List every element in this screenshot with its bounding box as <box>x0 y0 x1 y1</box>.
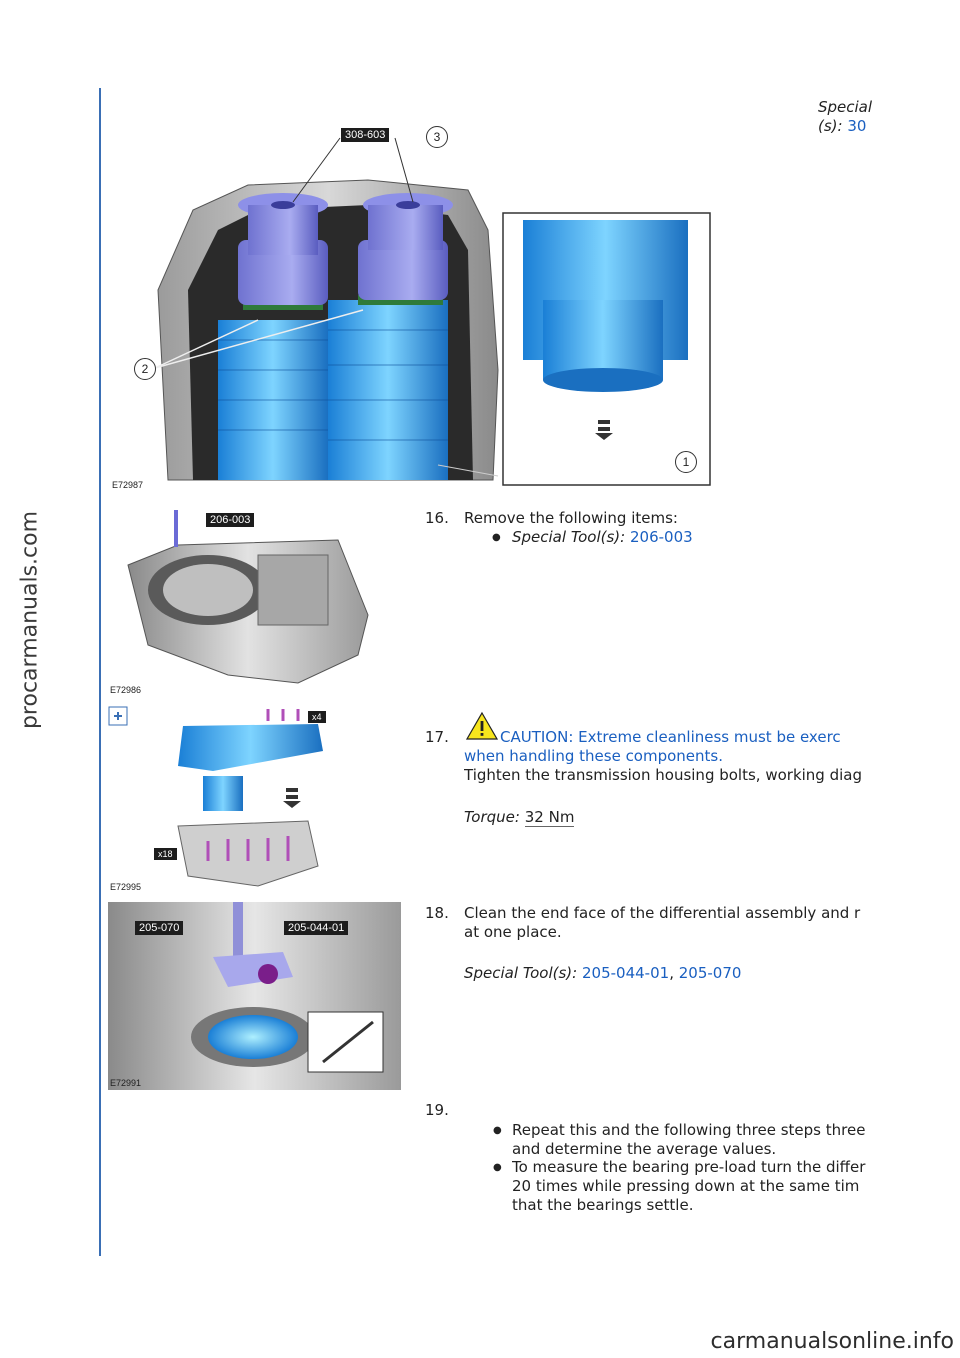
step-16-number: 16. <box>425 509 449 527</box>
step-18-line-1: Clean the end face of the differential a… <box>464 904 861 922</box>
callout-3: 3 <box>426 126 448 148</box>
tool-tag-205-044-01: 205-044-01 <box>284 921 349 935</box>
bullet-dot: ● <box>493 1162 502 1173</box>
step-19-bullet-2-line-3: that the bearings settle. <box>512 1196 694 1214</box>
tag-x4: x4 <box>308 711 326 723</box>
step-19-number: 19. <box>425 1101 449 1119</box>
page-margin-rule <box>99 88 101 1256</box>
caution-text-line-1: CAUTION: Extreme cleanliness must be exe… <box>500 728 841 746</box>
figure-id: E72991 <box>110 1078 142 1088</box>
tool-tag-206-003: 206-003 <box>206 513 255 527</box>
side-watermark: procarmanuals.com <box>17 510 43 730</box>
caution-text-line-2: when handling these components. <box>464 747 724 765</box>
tool-link-205-044-01[interactable]: 205-044-01 <box>582 964 670 982</box>
step-16-text: Remove the following items: <box>464 509 678 527</box>
figure-id: E72986 <box>110 685 142 695</box>
step-19-bullet-2-line-2: 20 times while pressing down at the same… <box>512 1177 860 1195</box>
step-16-bullet: Special Tool(s): 206-003 <box>492 528 874 547</box>
bullet-dot: ● <box>493 1125 502 1136</box>
tool-link[interactable]: 30 <box>847 117 867 135</box>
torque-value: 32 Nm <box>524 808 575 827</box>
tag-x18: x18 <box>154 848 177 860</box>
figure-housing-bolts: x4 x18 E72995 <box>108 706 330 892</box>
torque-spec: Torque: 32 Nm <box>464 808 575 827</box>
step-17-number: 17. <box>425 728 449 746</box>
step-19-bullet-2-line-1: To measure the bearing pre-load turn the… <box>512 1158 866 1176</box>
figure-differential-measure: 205-070 205-044-01 E72991 <box>108 902 401 1090</box>
tool-link-205-070[interactable]: 205-070 <box>678 964 742 982</box>
caution-icon <box>465 711 499 741</box>
figure-gearbox-tool-install: 308-603 3 2 1 E72987 <box>108 120 718 492</box>
callout-1: 1 <box>675 451 697 473</box>
step-18-line-2: at one place. <box>464 923 562 941</box>
step-19-bullet-1-line-2: and determine the average values. <box>512 1140 777 1158</box>
figure-housing-removal: 206-003 E72986 <box>108 505 380 695</box>
special-tool-line: (s): 30 <box>818 117 867 135</box>
special-tool-heading: Special <box>818 98 873 116</box>
step-19-bullet-1-line-1: Repeat this and the following three step… <box>512 1121 874 1140</box>
step-17-text: Tighten the transmission housing bolts, … <box>464 766 862 784</box>
figure-id: E72995 <box>110 882 142 892</box>
tool-link-206-003[interactable]: 206-003 <box>630 528 693 546</box>
step-18-number: 18. <box>425 904 449 922</box>
step-18-tools: Special Tool(s): 205-044-01, 205-070 <box>464 964 742 982</box>
callout-2: 2 <box>134 358 156 380</box>
bottom-watermark: carmanualsonline.info <box>710 1329 954 1354</box>
tool-tag-205-070: 205-070 <box>135 921 184 935</box>
tool-tag-308-603: 308-603 <box>341 128 390 142</box>
figure-id: E72987 <box>112 480 144 490</box>
